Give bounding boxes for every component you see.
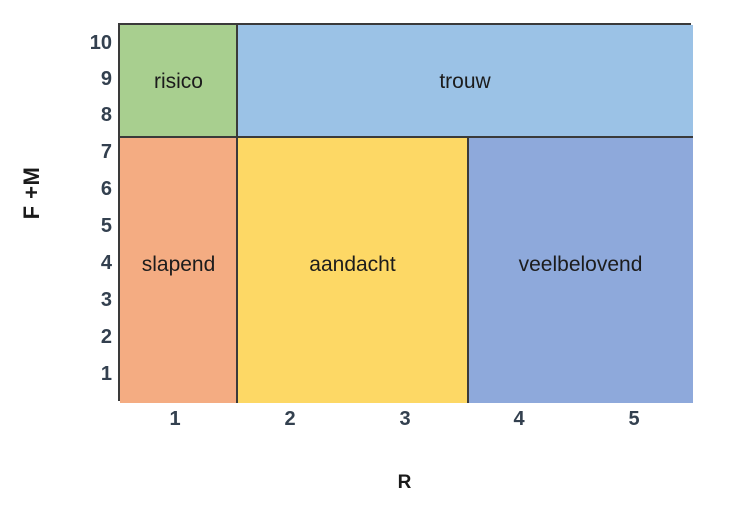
y-tick-label: 10	[89, 32, 112, 54]
x-axis-title: R	[397, 472, 412, 493]
x-tick-label: 5	[628, 408, 640, 430]
divider-vertical-column-3	[467, 136, 469, 403]
y-tick-label: 5	[100, 215, 112, 237]
x-axis-tick-labels: 1 2 3 4 5	[118, 408, 691, 438]
y-tick-label: 6	[100, 178, 112, 200]
region-label-trouw: trouw	[439, 69, 491, 93]
region-trouw[interactable]: trouw	[237, 25, 693, 138]
divider-vertical-column-1	[236, 25, 238, 403]
x-tick-label: 3	[399, 408, 411, 430]
plot-area: risico trouw slapend aandacht veelbelove…	[118, 23, 693, 403]
region-label-slapend: slapend	[141, 252, 216, 276]
y-tick-label: 4	[100, 252, 112, 274]
region-slapend[interactable]: slapend	[120, 138, 237, 403]
y-axis-title: F +M	[19, 166, 44, 220]
y-tick-label: 3	[100, 289, 112, 311]
y-tick-label: 1	[100, 363, 112, 385]
y-tick-label: 8	[100, 104, 112, 126]
divider-horizontal-top-bottom	[120, 136, 693, 138]
x-tick-label: 4	[513, 408, 525, 430]
x-tick-label: 2	[284, 408, 296, 430]
region-label-aandacht: aandacht	[309, 252, 396, 276]
region-label-veelbelovend: veelbelovend	[518, 252, 643, 276]
y-tick-label: 2	[100, 326, 112, 348]
region-risico[interactable]: risico	[120, 25, 237, 138]
x-tick-label: 1	[169, 408, 181, 430]
y-axis-tick-labels: 10 9 8 7 6 5 4 3 2 1	[74, 23, 112, 401]
y-tick-label: 7	[100, 141, 112, 163]
region-label-risico: risico	[153, 69, 203, 93]
region-veelbelovend[interactable]: veelbelovend	[468, 138, 693, 403]
y-tick-label: 9	[100, 68, 112, 90]
region-aandacht[interactable]: aandacht	[237, 138, 468, 403]
